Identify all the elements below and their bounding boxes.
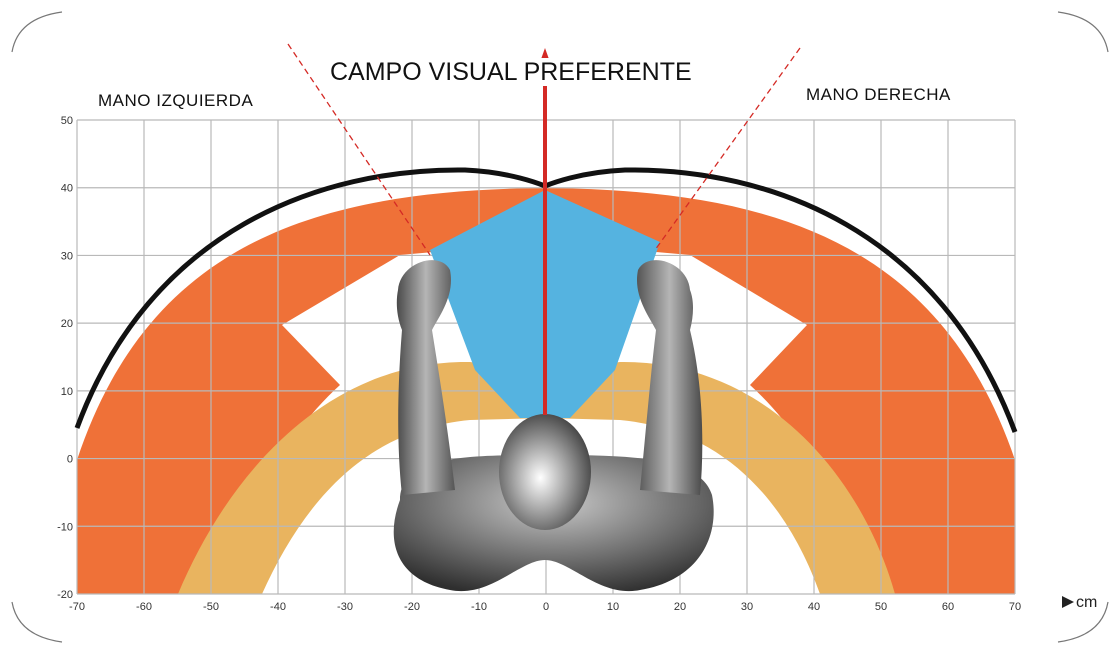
maximum-reach-zone [77,188,1015,594]
y-tick-label: 20 [61,318,73,330]
x-tick-label: -10 [471,601,487,613]
y-tick-label: -10 [57,521,73,533]
x-tick-label: 70 [1009,601,1021,613]
x-tick-label: 40 [808,601,820,613]
x-tick-label: -40 [270,601,286,613]
visual-field-limit-lines [287,43,801,256]
x-tick-label: 10 [607,601,619,613]
right-arm [637,260,703,495]
unit-arrow-icon [1062,596,1074,608]
x-tick-label: -70 [69,601,85,613]
left-field-limit [287,43,431,256]
diagram-title: CAMPO VISUAL PREFERENTE [330,58,692,86]
x-axis-ticks: -70 -60 -50 -40 -30 -20 -10 0 10 20 30 40 50 60 70 [69,601,1021,613]
x-tick-label: 50 [875,601,887,613]
x-tick-label: -50 [203,601,219,613]
y-tick-label: 40 [61,183,73,195]
x-tick-label: 20 [674,601,686,613]
y-tick-label: 50 [61,115,73,127]
reach-zones [77,188,1015,594]
x-tick-label: 30 [741,601,753,613]
y-axis-ticks: 50 40 30 20 10 0 -10 -20 [57,115,73,601]
y-tick-label: -20 [57,589,73,601]
head [499,414,591,530]
title-backdrop [335,58,765,86]
unit-marker: cm [1062,594,1097,611]
left-arm [396,260,455,495]
y-tick-label: 10 [61,386,73,398]
y-tick-label: 0 [67,454,73,466]
frame-corners [11,11,1109,643]
y-tick-label: 30 [61,250,73,262]
x-tick-label: 0 [543,601,549,613]
right-field-limit [654,47,801,251]
x-tick-label: -30 [337,601,353,613]
right-hand-label: MANO DERECHA [806,85,951,104]
unit-label: cm [1076,594,1097,611]
x-tick-label: 60 [942,601,954,613]
optimal-reach-zone [178,361,895,594]
x-tick-label: -60 [136,601,152,613]
human-figure [393,260,714,592]
left-hand-label: MANO IZQUIERDA [98,91,253,110]
x-tick-label: -20 [404,601,420,613]
